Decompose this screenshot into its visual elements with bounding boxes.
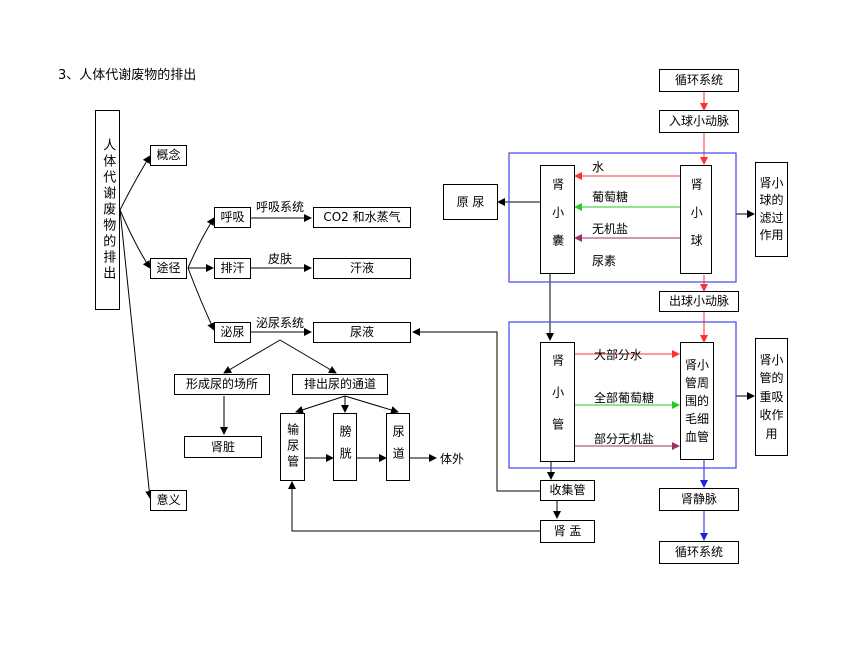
efferent-arteriole-node: 出球小动脉 — [659, 291, 739, 312]
co2-node: CO2 和水蒸气 — [313, 207, 411, 228]
sweat-node: 排汗 — [214, 258, 251, 279]
water-label: 水 — [592, 160, 605, 174]
meaning-node: 意义 — [150, 490, 187, 511]
kidney-node: 肾脏 — [184, 436, 262, 458]
bladder-node: 膀胱 — [333, 413, 357, 481]
reabsorption-function-node: 肾小管的重吸收作用 — [755, 338, 788, 456]
most-water-label: 大部分水 — [594, 348, 643, 362]
renal-capsule-node: 肾小囊 — [540, 165, 575, 274]
breathe-node: 呼吸 — [214, 207, 251, 228]
outside-label: 体外 — [440, 452, 465, 466]
salt-label: 无机盐 — [592, 222, 629, 236]
capillary-node: 肾小管周围的毛细血管 — [680, 342, 714, 460]
all-glucose-label: 全部葡萄糖 — [594, 391, 655, 405]
circulation-bottom-node: 循环系统 — [659, 541, 739, 564]
renal-vein-node: 肾静脉 — [659, 488, 739, 511]
urethra-node: 尿道 — [386, 413, 410, 481]
collecting-duct-node: 收集管 — [540, 480, 595, 501]
urinary-system-label: 泌尿系统 — [256, 316, 305, 330]
primary-urine-node: 原 尿 — [443, 184, 498, 220]
glomerulus-node: 肾小球 — [680, 165, 712, 274]
root-label: 人体代谢废物的排出 — [100, 138, 116, 282]
ureter-node: 输尿管 — [280, 413, 305, 481]
section-heading: 3、人体代谢废物的排出 — [58, 68, 197, 83]
skin-label: 皮肤 — [268, 252, 293, 266]
urinate-node: 泌尿 — [214, 322, 251, 343]
urea-label: 尿素 — [592, 254, 617, 268]
form-place-node: 形成尿的场所 — [174, 374, 270, 395]
renal-pelvis-node: 肾 盂 — [540, 520, 595, 543]
breathe-system-label: 呼吸系统 — [256, 200, 305, 214]
concept-node: 概念 — [150, 145, 187, 166]
glucose-label: 葡萄糖 — [592, 190, 629, 204]
filtration-function-node: 肾小球的滤过作用 — [755, 162, 788, 257]
urine-node: 尿液 — [313, 322, 411, 343]
root-node: 人体代谢废物的排出 — [95, 110, 120, 310]
circulation-top-node: 循环系统 — [659, 69, 739, 92]
pathway-node: 途径 — [150, 258, 187, 279]
sweat-liquid-node: 汗液 — [313, 258, 411, 279]
afferent-arteriole-node: 入球小动脉 — [659, 110, 739, 133]
part-salt-label: 部分无机盐 — [594, 432, 655, 446]
channel-node: 排出尿的通道 — [292, 374, 388, 395]
renal-tubule-node: 肾小管 — [540, 342, 575, 462]
